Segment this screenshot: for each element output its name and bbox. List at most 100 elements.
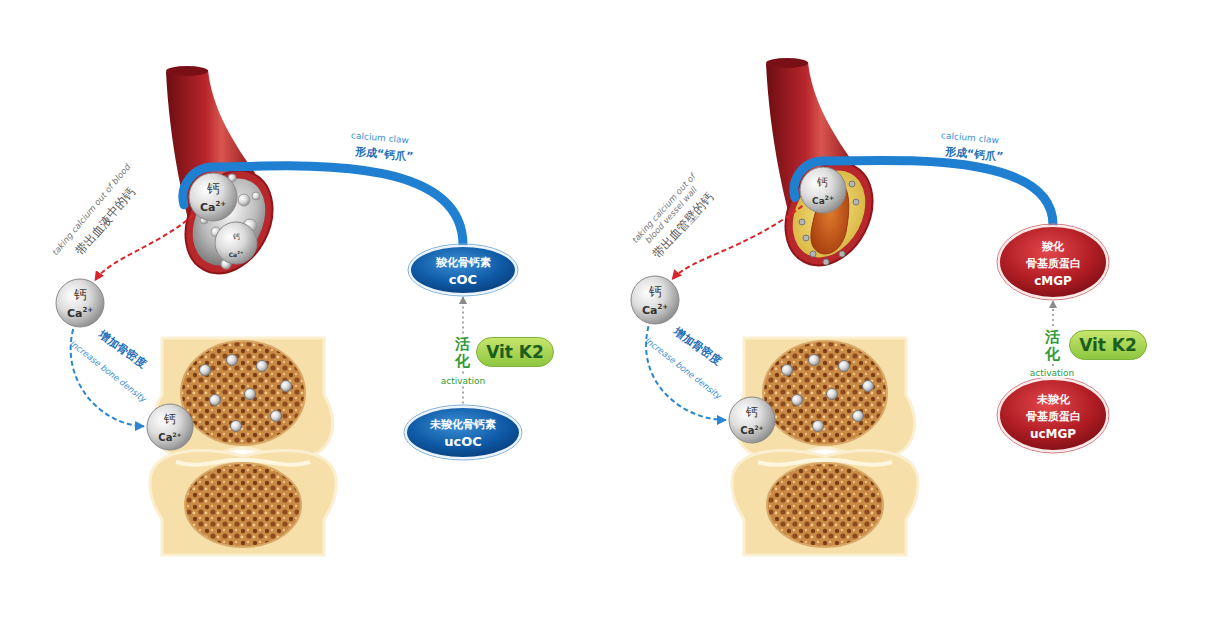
- clear-lumen: [178, 166, 279, 278]
- node-text: Ca: [229, 251, 237, 258]
- ion-sphere: [215, 222, 257, 264]
- calcium-ion: 钙 Ca2+: [214, 221, 258, 265]
- node-text-block: Vit K2: [1079, 336, 1137, 355]
- text-row: 钙: [67, 285, 93, 303]
- illustration-part: [185, 463, 301, 547]
- node-text-area: 钙Ca2+: [630, 275, 680, 325]
- activation-label: activation: [440, 376, 487, 386]
- illustration-part: [252, 192, 260, 200]
- node-text: Ca: [158, 432, 172, 443]
- text-row: ucMGP: [1026, 424, 1081, 442]
- node-text-block: 钙Ca2+: [642, 282, 668, 317]
- node-text-area: Vit K2: [476, 337, 554, 367]
- protein-shape: [999, 379, 1107, 451]
- protein-shape: [406, 407, 520, 458]
- node-text-block: 钙Ca2+: [740, 402, 763, 437]
- ion-sphere: [800, 167, 846, 213]
- protein-ellipse: 未羧化骨基质蛋白 ucMGP: [998, 378, 1108, 452]
- node-shape: [405, 406, 521, 459]
- calcium-ion: 钙Ca2+: [55, 278, 105, 328]
- node-shape: [188, 172, 238, 222]
- node-text: Ca: [200, 201, 216, 214]
- node-text: Ca: [740, 425, 754, 436]
- text-row: Ca2+: [642, 300, 668, 318]
- text-row: 钙: [158, 409, 181, 427]
- node-text: Ca: [812, 196, 825, 206]
- node-text-block: 钙Ca2+: [67, 285, 93, 320]
- text-row: 钙: [812, 172, 834, 190]
- activation-label: 活化: [455, 336, 470, 369]
- protein-ellipse: 羧化骨钙素cOC: [409, 245, 517, 295]
- protein-ellipse: 未羧化骨钙素ucOC: [405, 406, 521, 459]
- illustration-part: [181, 341, 305, 445]
- rounded-box: [1070, 331, 1147, 360]
- node-shape: [409, 245, 517, 295]
- ion-sphere: [56, 279, 104, 327]
- protein-ellipse: 羧化骨基质蛋白 cMGP: [998, 225, 1108, 299]
- illustration-part: [227, 355, 238, 366]
- illustration-part: [150, 451, 336, 555]
- vitamin-box: Vit K2: [1069, 330, 1147, 360]
- node-text: Vit K2: [1079, 335, 1137, 355]
- text-row: Ca2+: [812, 190, 834, 208]
- node-text-block: 未羧化骨钙素ucOC: [430, 414, 496, 449]
- text-row: Vit K2: [1079, 336, 1137, 355]
- text-row: Ca2+: [740, 420, 763, 438]
- protein-shape: [410, 246, 516, 294]
- node-text-area: 羧化骨基质蛋白 cMGP: [998, 225, 1108, 299]
- node-text: 羧化: [1042, 240, 1064, 252]
- node-text: 钙: [164, 412, 176, 426]
- text-row: 骨基质蛋白: [1026, 253, 1081, 271]
- node-shape: [728, 396, 776, 444]
- text-row: Ca2+: [200, 197, 226, 215]
- calcium-ion: 钙Ca2+: [188, 172, 238, 222]
- activation-label: 活化: [1045, 329, 1060, 362]
- node-shape: [146, 403, 194, 451]
- text-row: 未羧化: [1026, 389, 1081, 407]
- node-text: 钙: [207, 181, 220, 196]
- text-row: ucOC: [430, 432, 496, 450]
- text-row: Ca2+: [229, 243, 244, 261]
- node-text: 钙: [746, 405, 758, 419]
- text-row: Ca2+: [67, 303, 93, 321]
- illustration-part: [178, 166, 279, 278]
- protein-shape: [999, 226, 1107, 298]
- ion-sphere: [631, 276, 679, 324]
- illustration-part: [849, 181, 855, 187]
- node-text: 2+: [215, 200, 226, 208]
- node-text: 未羧化骨钙素: [430, 418, 496, 431]
- node-text: cMGP: [1034, 274, 1072, 288]
- edge-note: increase bone density: [643, 336, 723, 401]
- node-text: 未羧化: [1037, 393, 1070, 405]
- node-text: 钙: [233, 233, 240, 241]
- node-text: 2+: [82, 306, 93, 314]
- blood-vessel: [766, 58, 890, 280]
- node-shape: [630, 275, 680, 325]
- edge-note: increase bone density: [68, 339, 148, 404]
- node-text: 骨基质蛋白: [1026, 410, 1081, 422]
- calcium-claw: [794, 160, 1053, 225]
- illustration-part: [823, 259, 829, 265]
- text-row: cOC: [436, 270, 491, 288]
- text-row: 羧化骨钙素: [436, 252, 491, 270]
- illustration-part: [257, 361, 268, 372]
- node-text: 2+: [237, 250, 243, 255]
- text-row: 骨基质蛋白: [1026, 406, 1081, 424]
- node-text: Ca: [67, 307, 83, 320]
- ellipse-outline: [404, 405, 522, 460]
- node-text-area: 钙Ca2+: [146, 403, 194, 451]
- node-shape: [214, 221, 258, 265]
- node-text-block: Vit K2: [486, 343, 544, 362]
- node-text-area: 未羧化骨基质蛋白 ucMGP: [998, 378, 1108, 452]
- node-text: 2+: [825, 194, 834, 201]
- node-text-block: 羧化骨基质蛋白 cMGP: [1026, 236, 1081, 289]
- node-text: 羧化骨钙素: [436, 256, 491, 269]
- node-text-area: 钙Ca2+: [188, 172, 238, 222]
- node-text-block: 钙Ca2+: [200, 179, 226, 214]
- node-text: Ca: [642, 304, 658, 317]
- calcium-ion: 钙Ca2+: [799, 166, 847, 214]
- ellipse-outline: [997, 224, 1109, 300]
